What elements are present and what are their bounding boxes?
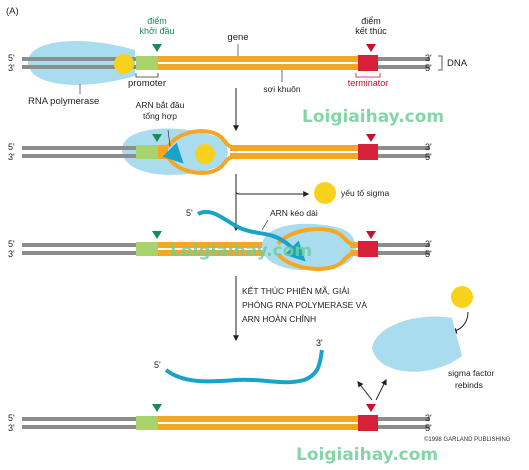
row-2-rna-start xyxy=(22,128,430,175)
nascent-rna-2 xyxy=(162,142,184,164)
dna-top-left-2 xyxy=(22,146,150,150)
gene-left-bottom-3 xyxy=(158,250,278,256)
release-arrow-rna xyxy=(375,378,387,401)
row-4-after-termination xyxy=(22,404,430,431)
gene-right-top-2 xyxy=(230,145,358,151)
dna-bottom-left-3 xyxy=(22,251,150,255)
released-rna-3-prime: 3' xyxy=(316,338,323,348)
gene-region-top-4 xyxy=(158,416,358,422)
elongating-rna-3 xyxy=(197,209,306,262)
row1-3-bottom: 3' xyxy=(8,63,15,73)
row-1-initiation-binding xyxy=(22,40,443,94)
row2-3-bottom: 3' xyxy=(8,152,15,162)
watermark-3: Loigiaihay.com xyxy=(296,445,438,465)
copyright-text: ©1998 GARLAND PUBLISHING xyxy=(424,436,511,443)
start-site-marker-3 xyxy=(152,231,162,239)
free-rna-polymerase xyxy=(372,316,462,372)
released-rna xyxy=(164,349,324,385)
row4-3-top: 3' xyxy=(425,413,432,423)
transcription-bubble-top-2 xyxy=(166,129,233,149)
promoter-label: promoter xyxy=(128,78,166,89)
panel-label: (A) xyxy=(6,6,19,17)
gene-left-top-3 xyxy=(158,242,278,248)
row1-5-bottom: 5' xyxy=(425,63,432,73)
row4-3-bottom: 3' xyxy=(8,423,15,433)
row1-5-top: 5' xyxy=(8,53,15,63)
terminator-region xyxy=(358,55,378,71)
dna-bracket xyxy=(438,55,443,71)
row2-5-bottom: 5' xyxy=(425,152,432,162)
start-site-marker xyxy=(152,44,162,52)
terminator-region-4 xyxy=(358,415,378,431)
gene-right-bottom-2 xyxy=(230,153,358,159)
watermark-1: Loigiaihay.com xyxy=(302,107,444,127)
sigma-factor-label: yếu tố sigma xyxy=(341,188,389,198)
dna-label: DNA xyxy=(447,58,468,69)
terminator-label: terminator xyxy=(348,78,389,88)
promoter-region-4 xyxy=(136,416,158,430)
transcription-bubble-top-3 xyxy=(276,227,353,246)
row2-5-top: 5' xyxy=(8,142,15,152)
dna-bottom-right-3 xyxy=(378,251,430,255)
row2-3-top: 3' xyxy=(425,142,432,152)
transcription-bubble-bottom-3 xyxy=(276,252,353,271)
promoter-region-3 xyxy=(136,242,158,256)
terminator-region-2 xyxy=(358,144,378,160)
sigma-factor-2 xyxy=(195,144,215,164)
promoter-region xyxy=(136,56,158,70)
template-strand-label: sợi khuôn xyxy=(263,84,301,94)
row3-5-bottom: 5' xyxy=(425,249,432,259)
rna-5-prime-3: 5' xyxy=(186,208,193,218)
row1-3-top: 3' xyxy=(425,53,432,63)
rna-elongation-label: ARN kéo dài xyxy=(270,208,318,218)
rna-polymerase-shape xyxy=(28,40,135,85)
rna-polymerase-label: RNA polymerase xyxy=(28,96,99,107)
gene-region-top xyxy=(158,56,358,62)
gene-left-2 xyxy=(158,145,168,159)
promoter-bracket xyxy=(135,73,159,78)
released-rna-5-prime: 5' xyxy=(154,360,161,370)
released-sigma-factor xyxy=(314,182,336,204)
dna-bottom-left-2 xyxy=(22,154,150,158)
row4-5-top: 5' xyxy=(8,413,15,423)
dna-bottom-right-2 xyxy=(378,154,430,158)
terminator-bracket xyxy=(355,73,381,78)
stop-site-marker-2 xyxy=(366,134,376,142)
stop-site-marker-3 xyxy=(366,231,376,239)
start-site-marker-2 xyxy=(152,134,162,142)
release-arrow-polymerase xyxy=(357,381,373,401)
gene-label: gene xyxy=(227,32,248,43)
rna-elongation-leader xyxy=(261,219,269,231)
row3-3-top: 3' xyxy=(425,239,432,249)
gene-right-top-3 xyxy=(350,242,358,248)
dna-top-right-2 xyxy=(378,146,430,150)
gene-right-bottom-3 xyxy=(350,250,358,256)
stop-site-marker-4 xyxy=(366,404,376,412)
start-site-marker-4 xyxy=(152,404,162,412)
watermark-2: Loigiaihay.com xyxy=(170,241,312,261)
terminator-region-3 xyxy=(358,241,378,257)
rebinding-sigma-factor xyxy=(451,286,473,308)
dna-top-right-3 xyxy=(378,243,430,247)
rna-start-leader xyxy=(167,129,171,147)
gene-region-bottom-4 xyxy=(158,424,358,430)
transcription-bubble-bottom-2 xyxy=(166,155,233,175)
stop-site-marker xyxy=(366,44,376,52)
sigma-release-arrow xyxy=(235,180,310,197)
promoter-region-2 xyxy=(136,145,158,159)
sigma-factor xyxy=(114,54,134,74)
gene-region-bottom xyxy=(158,64,358,70)
row3-5-top: 5' xyxy=(8,239,15,249)
dna-top-left-3 xyxy=(22,243,150,247)
row4-5-bottom: 5' xyxy=(425,423,432,433)
row3-3-bottom: 3' xyxy=(8,249,15,259)
row-3-elongation xyxy=(22,209,430,271)
